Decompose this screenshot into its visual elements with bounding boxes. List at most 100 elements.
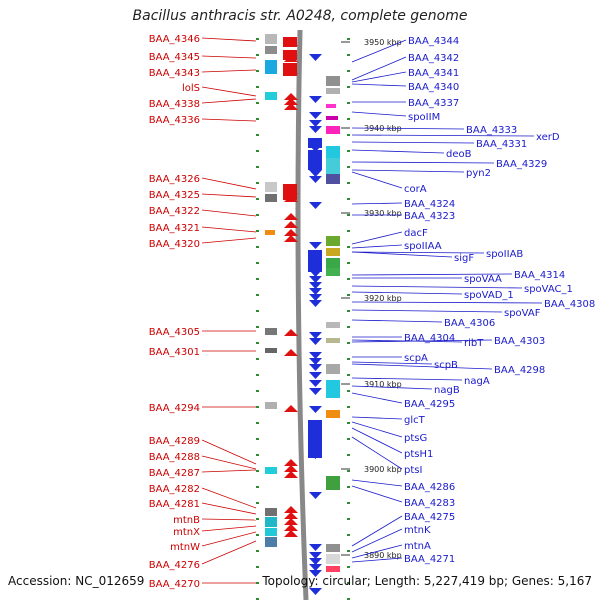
left-gene-connector [201, 518, 257, 521]
right-gene-label: BAA_4308 [544, 299, 595, 310]
minus-strand-gene-arrow [284, 405, 298, 412]
left-rail-dot [256, 422, 259, 424]
left-gene-label: BAA_4270 [149, 579, 200, 590]
right-feature-box [326, 566, 340, 572]
right-feature-box [326, 248, 340, 256]
minus-strand-gene-arrow [284, 213, 298, 220]
right-gene-connector [351, 161, 495, 164]
right-gene-connector [351, 171, 403, 189]
right-rail-dot [347, 54, 350, 56]
plus-strand-gene-arrow [309, 564, 322, 571]
right-rail-dot [347, 86, 350, 88]
right-gene-label: ptsH1 [404, 449, 433, 460]
right-gene-connector [351, 111, 407, 117]
left-rail-dot [256, 278, 259, 280]
kbp-tick-label: 3920 kbp [364, 294, 402, 303]
right-gene-label: scpA [404, 353, 428, 364]
right-gene-connector [351, 273, 513, 276]
minus-strand-gene-block [283, 194, 297, 200]
left-rail-dot [256, 486, 259, 488]
right-gene-connector [351, 202, 403, 205]
minus-strand-gene-block [283, 37, 297, 47]
minus-strand-gene-arrow [284, 349, 298, 356]
left-gene-connector [201, 502, 257, 515]
left-gene-label: BAA_4336 [149, 115, 200, 126]
right-feature-box [326, 76, 340, 86]
left-rail-dot [256, 118, 259, 120]
right-rail-dot [347, 454, 350, 456]
left-feature-box [265, 230, 275, 235]
left-feature-box [265, 528, 277, 536]
right-gene-label: glcT [404, 415, 426, 426]
plus-strand-gene-arrow [309, 202, 322, 209]
left-gene-connector [201, 439, 257, 465]
right-rail-dot [347, 342, 350, 344]
plus-strand-gene-arrow [309, 300, 322, 307]
right-feature-box [326, 364, 340, 374]
right-rail-dot [347, 294, 350, 296]
left-gene-label: BAA_4343 [149, 68, 200, 79]
right-gene-connector [351, 557, 403, 563]
left-gene-label: BAA_4321 [149, 223, 200, 234]
plus-strand-gene-arrow [309, 364, 322, 371]
left-gene-connector [201, 209, 257, 217]
right-gene-connector [351, 421, 403, 438]
left-rail-dot [256, 150, 259, 152]
left-gene-connector [201, 455, 257, 470]
left-feature-box [265, 60, 277, 74]
right-rail-dot [347, 214, 350, 216]
right-gene-label: BAA_4342 [408, 53, 459, 64]
minus-strand-gene-arrow [284, 221, 298, 228]
right-gene-connector [351, 339, 493, 343]
plus-strand-gene-arrow [309, 332, 322, 339]
left-feature-box [265, 467, 277, 474]
right-feature-box [326, 258, 340, 268]
left-rail-dot [256, 454, 259, 456]
left-gene-label: mtnB [173, 515, 200, 526]
right-rail-dot [347, 246, 350, 248]
plus-strand-gene-block [308, 138, 322, 148]
left-feature-box [265, 182, 277, 192]
right-gene-label: BAA_4337 [408, 98, 459, 109]
plus-strand-gene-arrow [309, 242, 322, 249]
plus-strand-gene-arrow [309, 352, 322, 359]
minus-strand-gene-arrow [284, 235, 298, 242]
kbp-tick-label: 3930 kbp [364, 209, 402, 218]
right-gene-label: BAA_4333 [466, 125, 517, 136]
right-rail-dot [347, 358, 350, 360]
right-gene-label: BAA_4306 [444, 318, 495, 329]
right-gene-label: BAA_4344 [408, 36, 459, 47]
plus-strand-gene-arrow [309, 176, 322, 183]
plus-strand-gene-arrow [309, 380, 322, 387]
right-rail-dot [347, 406, 350, 408]
right-gene-label: BAA_4286 [404, 482, 455, 493]
right-rail-dot [347, 550, 350, 552]
right-rail-dot [347, 134, 350, 136]
left-feature-box [265, 328, 277, 335]
right-gene-connector [351, 169, 465, 173]
right-gene-connector [351, 319, 443, 323]
kbp-tick-label: 3890 kbp [364, 551, 402, 560]
plus-strand-gene-arrow [309, 544, 322, 551]
right-gene-connector [351, 134, 535, 137]
plus-strand-gene-block [308, 250, 322, 272]
right-rail-dot [347, 582, 350, 584]
left-rail-dot [256, 198, 259, 200]
right-rail-dot [347, 198, 350, 200]
right-gene-label: BAA_4275 [404, 512, 455, 523]
left-rail-dot [256, 262, 259, 264]
right-feature-box [326, 236, 340, 246]
right-rail-dot [347, 230, 350, 232]
plus-strand-gene-arrow [309, 120, 322, 127]
plus-strand-gene-arrow [309, 492, 322, 499]
kbp-tick-label: 3910 kbp [364, 380, 402, 389]
right-rail-dot [347, 278, 350, 280]
right-gene-connector [351, 71, 407, 83]
minus-strand-gene-arrow [284, 465, 298, 472]
plus-strand-gene-arrow [309, 276, 322, 283]
right-feature-box [326, 544, 340, 552]
left-gene-connector [201, 86, 257, 97]
left-gene-label: BAA_4288 [149, 452, 200, 463]
minus-strand-gene-block [283, 184, 297, 194]
left-rail-dot [256, 438, 259, 440]
